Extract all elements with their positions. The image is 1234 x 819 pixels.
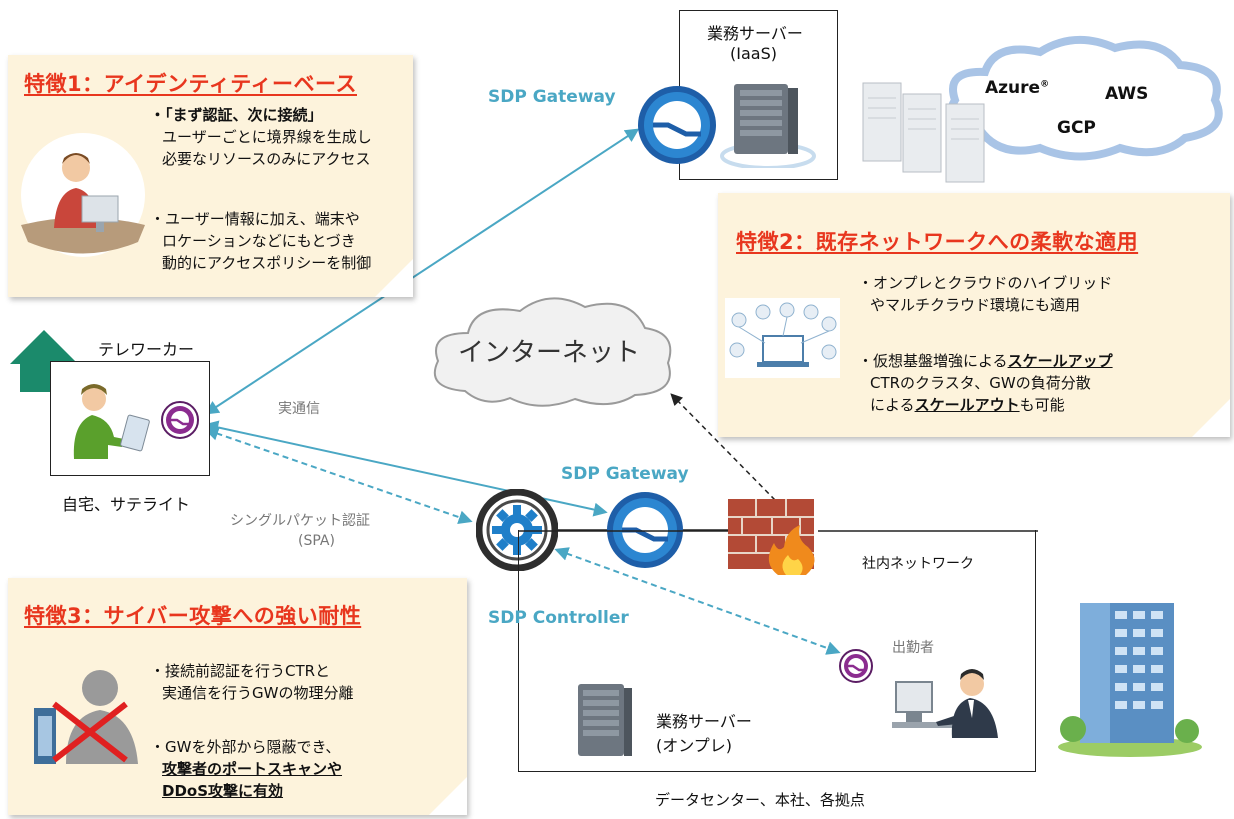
cloud-gcp-label: GCP [1057,118,1096,138]
feature1-bullet2-line1: ・ユーザー情報に加え、端末や [150,210,360,228]
office-worker-icon [892,669,998,738]
feature1-bullet1-line3: 必要なリソースのみにアクセス [162,150,371,168]
feature2-title: 特徴2：既存ネットワークへの柔軟な適用 [736,230,1139,254]
link-teleworker-gateway-top [204,128,640,415]
feature2-bullet2-line3: によるスケールアウトも可能 [858,394,1113,416]
feature1-title: 特徴1：アイデンティティーベース [24,72,357,96]
public-cloud-shape [946,36,1223,161]
link-firewall-internet [670,393,776,501]
feature1-bullet1: ・「まず認証、次に接続」 ユーザーごとに境界線を生成し 必要なリソースのみにアク… [150,104,372,170]
gateway-top-icon [638,86,716,164]
onprem-server-label-line2: (オンプレ) [656,736,733,755]
feature2-bullet2-line1: ・仮想基盤増強によるスケールアップ [858,350,1113,372]
internal-network-top-border [518,530,1038,532]
onprem-server-icon [578,684,632,756]
iaas-server-icon [720,84,816,168]
feature2-bullet2-suffix3: も可能 [1019,396,1065,414]
feature2-bullet2-prefix3: による [870,396,915,414]
gateway-bottom-label: SDP Gateway [561,464,689,484]
feature2-scale-out: スケールアウト [914,396,1020,414]
feature1-bullet2-line2: ロケーションなどにもとづき [162,232,356,250]
feature1-bullet1-line2: ユーザーごとに境界線を生成し [162,128,372,146]
real-comm-label: 実通信 [278,401,320,417]
internet-cloud-shape [433,297,672,407]
controller-gear-icon [476,489,558,571]
feature3-bullet2-line2: 攻撃者のポートスキャンや [162,760,343,778]
gateway-top-label: SDP Gateway [488,87,616,107]
feature1-bullet2-line3: 動的にアクセスポリシーを制御 [162,254,372,272]
teleworker-client-icon [161,401,199,439]
feature2-bullet2: ・仮想基盤増強によるスケールアップ CTRのクラスタ、GWの負荷分散 によるスケ… [858,350,1113,416]
datacenter-label: データセンター、本社、各拠点 [655,791,865,809]
cloud-azure-mark: ® [1040,79,1050,90]
office-worker-label: 出勤者 [892,640,934,656]
office-building-icon [1058,603,1202,757]
link-spa [204,427,473,524]
feature2-bullet2-line2: CTRのクラスタ、GWの負荷分散 [870,374,1091,392]
feature3-bullet1-line2: 実通信を行うGWの物理分離 [162,684,354,702]
note-fold [1192,399,1230,437]
cloud-aws-label: AWS [1105,84,1149,104]
iaas-server-label-line2: (IaaS) [730,44,777,63]
firewall-icon [728,499,815,575]
feature2-bullet1-line1: ・オンプレとクラウドのハイブリッド [858,274,1113,292]
feature3-bullet2-line1: ・GWを外部から隠蔽でき、 [150,738,341,756]
feature2-bullet1-line2: やマルチクラウド環境にも適用 [870,296,1081,314]
internal-network-box [518,530,1036,772]
internet-label: インターネット [458,338,641,368]
feature2-bullet1: ・オンプレとクラウドのハイブリッド やマルチクラウド環境にも適用 [858,272,1112,316]
internal-network-label: 社内ネットワーク [862,556,974,572]
feature3-bullet2: ・GWを外部から隠蔽でき、 攻撃者のポートスキャンや DDoS攻撃に有効 [150,736,342,802]
spa-label-line2: (SPA) [298,533,335,549]
gateway-bottom-icon [607,492,683,568]
feature1-bullet1-line1: ・「まず認証、次に接続」 [150,106,323,124]
feature1-bullet2: ・ユーザー情報に加え、端末や ロケーションなどにもとづき 動的にアクセスポリシー… [150,208,371,274]
note-fold [429,777,467,815]
feature2-bullet2-prefix: ・仮想基盤増強による [858,352,1008,370]
cloud-azure-text: Azure [985,78,1041,98]
cloud-azure-label: Azure® [985,78,1049,98]
spa-label-line1: シングルパケット認証 [230,513,370,529]
note-fold [375,259,413,297]
blocked-attacker-illustration [34,670,138,764]
feature3-title: 特徴3：サイバー攻撃への強い耐性 [24,604,362,628]
office-worker-client-icon [839,649,873,683]
feature3-bullet1: ・接続前認証を行うCTRと 実通信を行うGWの物理分離 [150,660,353,704]
teleworker-person-icon [73,384,150,459]
onprem-server-label-line1: 業務サーバー [656,712,752,731]
controller-label: SDP Controller [488,608,629,628]
teleworker-title: テレワーカー [98,340,195,359]
desk-worker-illustration [21,133,145,257]
teleworker-location: 自宅、サテライト [62,495,191,514]
iaas-server-label-line1: 業務サーバー [707,24,803,43]
network-people-illustration [725,298,840,378]
cloud-server-racks-icon [862,82,985,183]
feature2-scale-up: スケールアップ [1007,352,1113,370]
feature3-bullet2-line3: DDoS攻撃に有効 [162,782,284,800]
feature3-bullet1-line1: ・接続前認証を行うCTRと [150,662,331,680]
